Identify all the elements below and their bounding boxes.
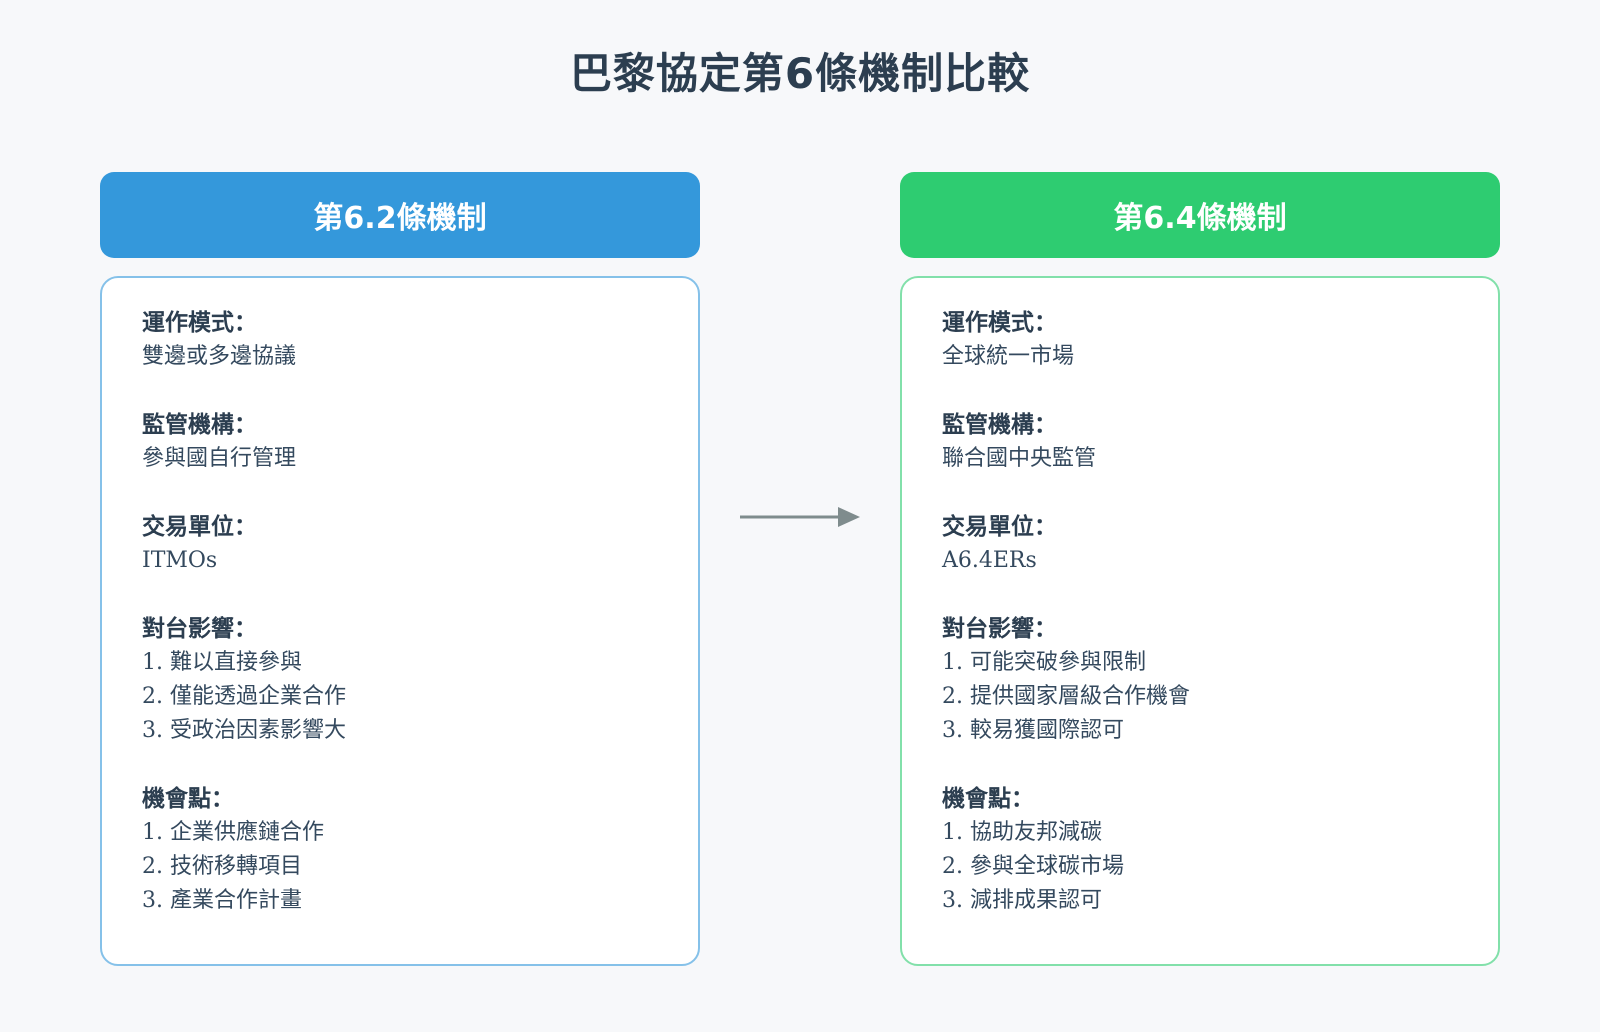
section-regulator: 監管機構： 參與國自行管理 (142, 408, 658, 476)
opportunity-item: 1. 企業供應鏈合作 (142, 820, 324, 845)
unit-label: 交易單位： (142, 514, 257, 540)
section-regulator: 監管機構： 聯合國中央監管 (942, 408, 1458, 476)
opportunity-item: 1. 協助友邦減碳 (942, 820, 1102, 845)
section-operation: 運作模式： 全球統一市場 (942, 306, 1458, 374)
unit-value: ITMOs (142, 548, 218, 573)
opportunity-item: 2. 技術移轉項目 (142, 854, 302, 879)
impact-item: 2. 僅能透過企業合作 (142, 684, 346, 709)
section-opportunity: 機會點： 1. 協助友邦減碳 2. 參與全球碳市場 3. 減排成果認可 (942, 782, 1458, 918)
section-unit: 交易單位： A6.4ERs (942, 510, 1458, 578)
impact-item: 3. 較易獲國際認可 (942, 718, 1124, 743)
column-body-6-4: 運作模式： 全球統一市場 監管機構： 聯合國中央監管 交易單位： A6.4ERs… (900, 276, 1500, 966)
impact-item: 1. 難以直接參與 (142, 650, 302, 675)
regulator-label: 監管機構： (142, 412, 257, 438)
opportunity-item: 3. 產業合作計畫 (142, 888, 302, 913)
unit-label: 交易單位： (942, 514, 1057, 540)
operation-value: 全球統一市場 (942, 344, 1075, 369)
arrow-right-icon (740, 507, 860, 527)
column-header-6-2: 第6.2條機制 (100, 172, 700, 258)
column-article-6-2: 第6.2條機制 運作模式： 雙邊或多邊協議 監管機構： 參與國自行管理 交易單位… (100, 172, 700, 966)
impact-item: 1. 可能突破參與限制 (942, 650, 1146, 675)
operation-value: 雙邊或多邊協議 (142, 344, 297, 369)
regulator-label: 監管機構： (942, 412, 1057, 438)
section-impact: 對台影響： 1. 難以直接參與 2. 僅能透過企業合作 3. 受政治因素影響大 (142, 612, 658, 748)
impact-label: 對台影響： (942, 616, 1057, 642)
column-article-6-4: 第6.4條機制 運作模式： 全球統一市場 監管機構： 聯合國中央監管 交易單位：… (900, 172, 1500, 966)
column-body-6-2: 運作模式： 雙邊或多邊協議 監管機構： 參與國自行管理 交易單位： ITMOs … (100, 276, 700, 966)
opportunity-item: 2. 參與全球碳市場 (942, 854, 1124, 879)
unit-value: A6.4ERs (942, 548, 1037, 573)
column-header-6-4: 第6.4條機制 (900, 172, 1500, 258)
section-impact: 對台影響： 1. 可能突破參與限制 2. 提供國家層級合作機會 3. 較易獲國際… (942, 612, 1458, 748)
section-unit: 交易單位： ITMOs (142, 510, 658, 578)
impact-label: 對台影響： (142, 616, 257, 642)
opportunity-item: 3. 減排成果認可 (942, 888, 1102, 913)
section-operation: 運作模式： 雙邊或多邊協議 (142, 306, 658, 374)
opportunity-label: 機會點： (942, 786, 1034, 812)
page-title: 巴黎協定第6條機制比較 (569, 49, 1031, 98)
regulator-value: 參與國自行管理 (142, 446, 297, 471)
impact-item: 3. 受政治因素影響大 (142, 718, 346, 743)
impact-item: 2. 提供國家層級合作機會 (942, 684, 1190, 709)
operation-label: 運作模式： (142, 310, 257, 336)
opportunity-label: 機會點： (142, 786, 234, 812)
operation-label: 運作模式： (942, 310, 1057, 336)
section-opportunity: 機會點： 1. 企業供應鏈合作 2. 技術移轉項目 3. 產業合作計畫 (142, 782, 658, 918)
regulator-value: 聯合國中央監管 (942, 446, 1097, 471)
